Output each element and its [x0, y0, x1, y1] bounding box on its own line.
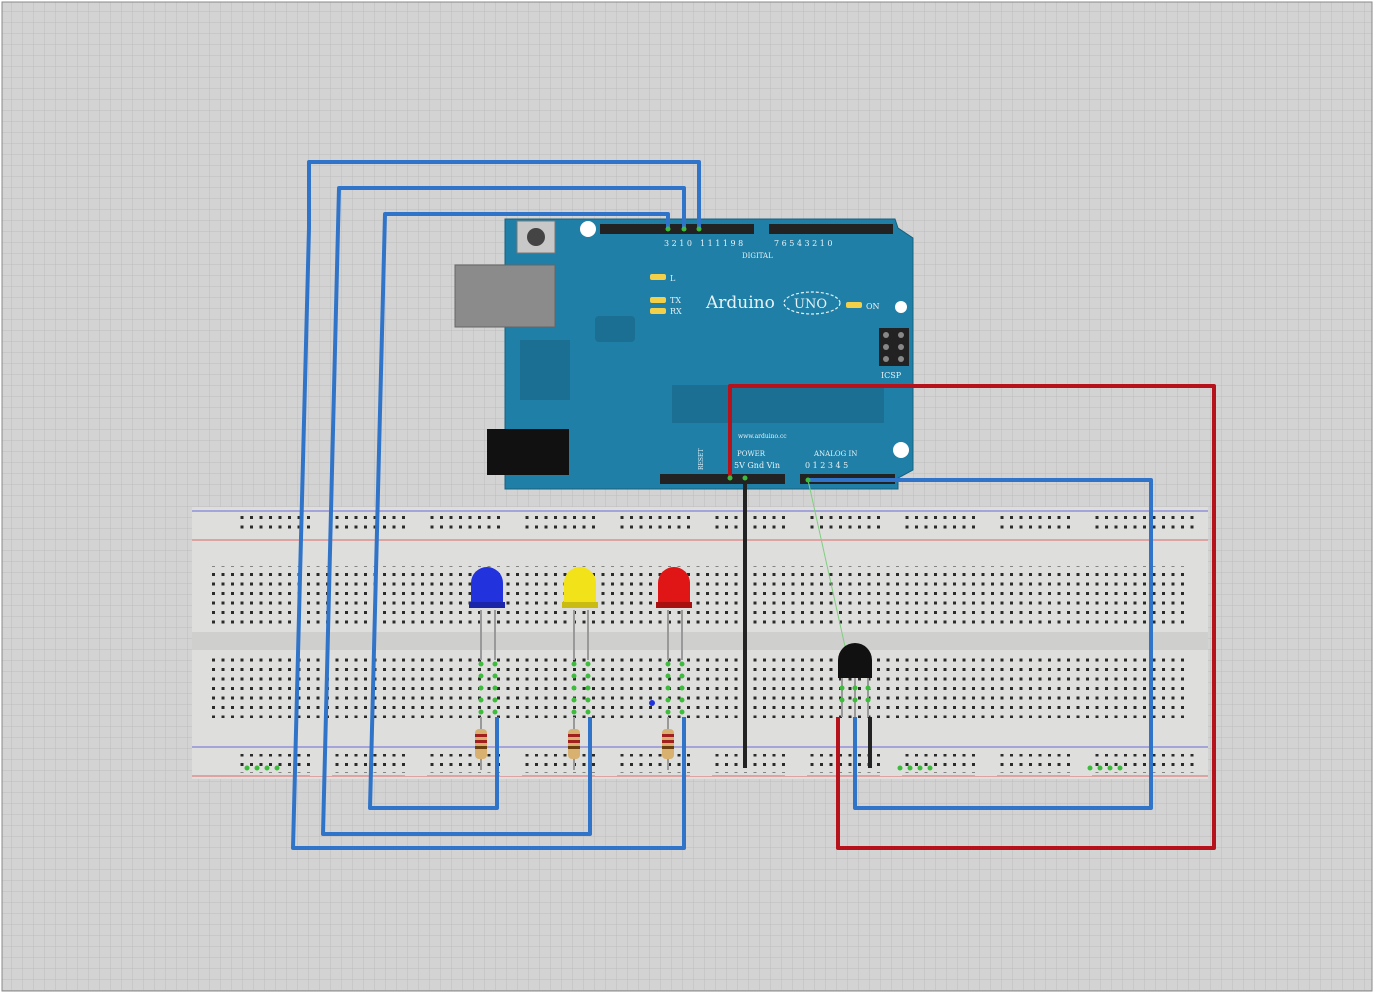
bottom-rail-holes — [240, 754, 1200, 773]
label-rx: RX — [670, 307, 682, 316]
analog-pin-numbers: 0 1 2 3 4 5 — [805, 461, 848, 470]
label-tx: TX — [670, 296, 681, 305]
power-label: POWER — [737, 450, 766, 458]
red-led[interactable] — [656, 567, 692, 660]
top-rail-holes-1 — [240, 514, 1200, 533]
digital-label: DIGITAL — [742, 252, 773, 260]
label-on: ON — [866, 302, 880, 311]
mount-hole — [580, 221, 596, 237]
power-jack — [487, 429, 569, 475]
power-pin-labels: 5V Gnd Vin — [734, 461, 780, 470]
analog-label: ANALOG IN — [813, 450, 857, 458]
blue-led[interactable] — [469, 567, 505, 660]
uno-label: UNO — [794, 297, 827, 312]
reset-label: RESET — [698, 449, 705, 470]
reset-button[interactable] — [516, 220, 556, 254]
digital-pin-numbers-mid: 1 1 1 1 9 8 — [700, 239, 743, 248]
blue-wire-inner[interactable] — [368, 212, 670, 810]
arduino-logo-text: Arduino — [705, 293, 775, 313]
digital-header-high — [600, 224, 754, 234]
icsp-label: ICSP — [881, 371, 902, 380]
usb-connector — [454, 264, 556, 328]
breadboard-marker — [649, 700, 655, 706]
label-l: L — [670, 274, 676, 283]
arduino-board[interactable]: ICSP L TX RX ON Arduino UNO DIGITAL 3 2 … — [454, 218, 914, 490]
website-label: www.arduino.cc — [738, 433, 787, 440]
led-l — [650, 274, 666, 280]
temperature-sensor[interactable] — [838, 643, 872, 768]
red-wire-5v[interactable] — [728, 384, 1216, 850]
resistor-red[interactable] — [662, 717, 674, 770]
icsp-header — [879, 328, 909, 366]
blue-wire-middle[interactable] — [321, 186, 686, 836]
breadboard — [192, 507, 1208, 779]
led-on — [846, 302, 862, 308]
digital-header-low — [769, 224, 893, 234]
mount-hole — [893, 442, 909, 458]
connected-holes — [244, 226, 1123, 771]
blue-wire-outer[interactable] — [291, 160, 701, 850]
resistor-blue[interactable] — [475, 717, 487, 770]
uno-badge — [783, 291, 841, 315]
led-tx — [650, 297, 666, 303]
green-thin-wire — [807, 479, 849, 661]
digital-pin-numbers-low: 7 6 5 4 3 2 1 0 — [774, 239, 833, 248]
upper-terminal-holes — [210, 566, 1190, 626]
resistor-yellow[interactable] — [568, 717, 580, 770]
yellow-led[interactable] — [562, 567, 598, 660]
power-header — [660, 474, 785, 484]
lower-terminal-holes — [210, 658, 1190, 718]
blue-wire-analog[interactable] — [808, 478, 1153, 810]
led-rx — [650, 308, 666, 314]
digital-pin-numbers-high: 3 2 1 0 — [664, 239, 692, 248]
mount-hole — [895, 301, 907, 313]
